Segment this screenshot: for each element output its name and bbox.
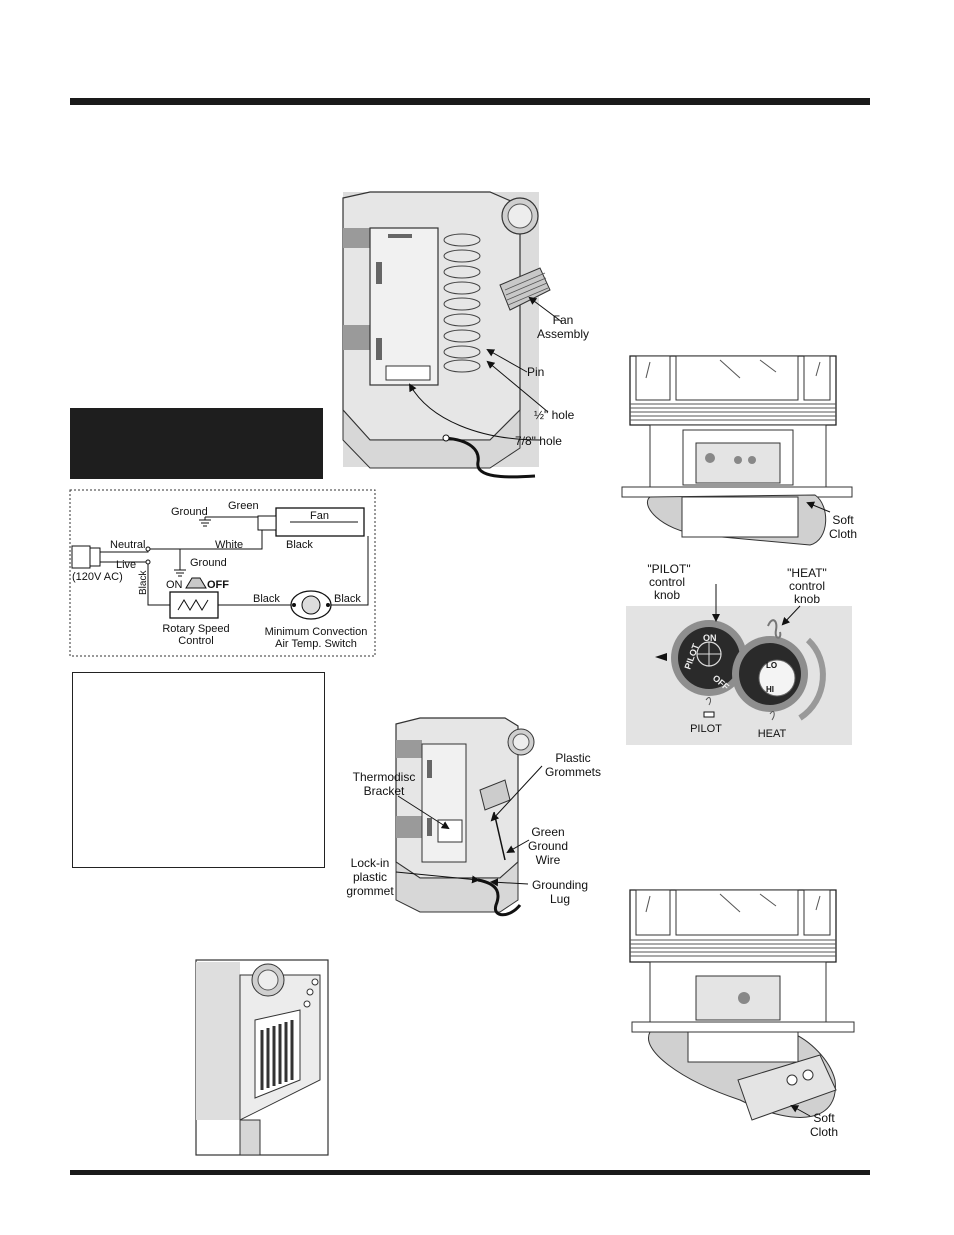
- grommets-label-1: Plastic: [555, 751, 590, 765]
- grommets-label-2: Grommets: [545, 765, 601, 779]
- pilot-knob-label-3: knob: [654, 588, 680, 602]
- section-heading-box: [70, 408, 323, 479]
- heat-hi-text: HI: [766, 685, 774, 694]
- thermodisc-label-2: Bracket: [364, 784, 405, 798]
- thermodisc-figure: [395, 717, 543, 917]
- control-knobs-figure: [626, 584, 852, 745]
- fan-assembly-label-2: Assembly: [537, 327, 589, 341]
- half-hole-label: ½" hole: [534, 408, 575, 422]
- wiring-off: OFF: [207, 579, 229, 591]
- rotary-speed-control: [169, 591, 219, 619]
- fan-assembly-label-1: Fan: [553, 313, 574, 327]
- wiring-diagram: [69, 489, 376, 657]
- wiring-ground-top: Ground: [171, 506, 208, 518]
- pilot-knob-label-1: "PILOT": [647, 562, 690, 576]
- top-rule: [70, 98, 870, 105]
- seven-eighths-hole-label: 7/8" hole: [515, 434, 562, 448]
- heat-knob-label-1: "HEAT": [787, 566, 827, 580]
- wiring-black-vertical: Black: [138, 570, 149, 595]
- ground-wire-label-2: Ground: [528, 839, 568, 853]
- wiring-live: Live: [116, 559, 136, 571]
- wiring-voltage: (120V AC): [72, 571, 123, 583]
- side-panel-figure: [195, 959, 329, 1156]
- lockin-label-1: Lock-in: [351, 856, 390, 870]
- pilot-caption: PILOT: [690, 723, 722, 735]
- heat-knob-label-3: knob: [794, 592, 820, 606]
- pilot-knob-label-2: control: [649, 575, 685, 589]
- note-box: [72, 672, 325, 868]
- ground-wire-label-3: Wire: [536, 853, 561, 867]
- grounding-lug-label-2: Lug: [550, 892, 570, 906]
- wiring-black-fan: Black: [286, 539, 313, 551]
- lockin-label-3: grommet: [346, 884, 394, 898]
- lockin-label-2: plastic: [353, 870, 387, 884]
- pin-label: Pin: [527, 365, 544, 379]
- top-soft-cloth-1: Soft: [832, 513, 854, 527]
- wiring-switch-label-2: Air Temp. Switch: [275, 638, 357, 650]
- grounding-lug-label-1: Grounding: [532, 878, 588, 892]
- bottom-soft-cloth-2: Cloth: [810, 1125, 838, 1139]
- wiring-white: White: [215, 539, 243, 551]
- stove-front-figure-top: [621, 355, 853, 546]
- heat-knob-label-2: control: [789, 579, 825, 593]
- heat-lo-text: LO: [766, 661, 777, 670]
- wiring-rotary-label-1: Rotary Speed: [162, 623, 229, 635]
- top-soft-cloth-2: Cloth: [829, 527, 857, 541]
- wiring-fan: Fan: [310, 510, 329, 522]
- wiring-black-right: Black: [334, 593, 361, 605]
- wiring-black-left: Black: [253, 593, 280, 605]
- power-plug: [71, 545, 91, 569]
- pilot-on-text: ON: [703, 633, 717, 643]
- wiring-ground-mid: Ground: [190, 557, 227, 569]
- wiring-on: ON: [166, 579, 183, 591]
- heat-caption: HEAT: [758, 728, 787, 740]
- stove-front-figure-bottom: [629, 889, 855, 1121]
- wiring-green: Green: [228, 500, 259, 512]
- wiring-neutral: Neutral: [110, 539, 145, 551]
- wiring-rotary-label-2: Control: [178, 635, 213, 647]
- fan-assembly-figure: [342, 191, 563, 479]
- thermodisc-label-1: Thermodisc: [353, 770, 416, 784]
- bottom-soft-cloth-1: Soft: [813, 1111, 835, 1125]
- wiring-switch-label-1: Minimum Convection: [265, 626, 368, 638]
- bottom-rule: [70, 1170, 870, 1175]
- ground-wire-label-1: Green: [531, 825, 564, 839]
